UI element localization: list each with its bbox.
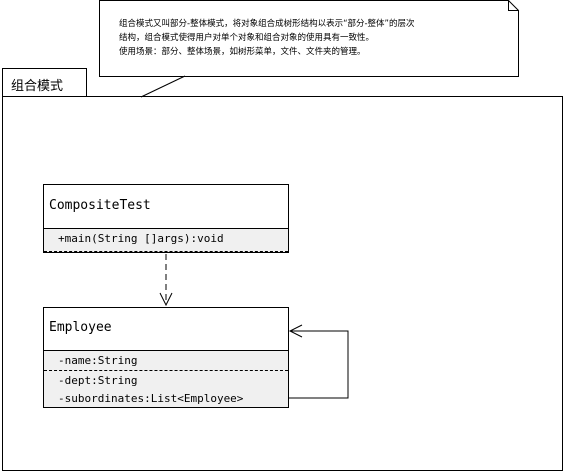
note: 组合模式又叫部分-整体模式，将对象组合成树形结构以表示“部分-整体”的层次 结构… — [99, 0, 519, 77]
dependency-arrowhead — [159, 292, 173, 307]
attribute-dept: -dept:String — [58, 374, 138, 387]
operation-main: +main(String []args):void — [58, 232, 224, 245]
note-shape — [99, 0, 519, 77]
note-anchor-line — [140, 75, 186, 98]
note-text: 组合模式又叫部分-整体模式，将对象组合成树形结构以表示“部分-整体”的层次 结构… — [119, 19, 415, 57]
class-name: CompositeTest — [44, 185, 288, 229]
package-tab[interactable]: 组合模式 — [2, 68, 87, 96]
package-name: 组合模式 — [11, 79, 64, 94]
attributes-section: -dept:String -subordinates:List<Employee… — [44, 371, 288, 407]
class-name: Employee — [44, 308, 288, 351]
class-composite-test[interactable]: CompositeTest +main(String []args):void — [43, 184, 289, 253]
class-employee[interactable]: Employee -name:String -dept:String -subo… — [43, 307, 289, 408]
self-association-line — [289, 330, 349, 399]
package-frame[interactable] — [2, 96, 563, 471]
attribute-subordinates: -subordinates:List<Employee> — [58, 392, 244, 405]
self-association-arrowhead — [288, 324, 303, 338]
operations-section: +main(String []args):void — [44, 229, 288, 252]
attributes-section: -name:String — [44, 351, 288, 371]
attribute-name: -name:String — [58, 354, 138, 367]
